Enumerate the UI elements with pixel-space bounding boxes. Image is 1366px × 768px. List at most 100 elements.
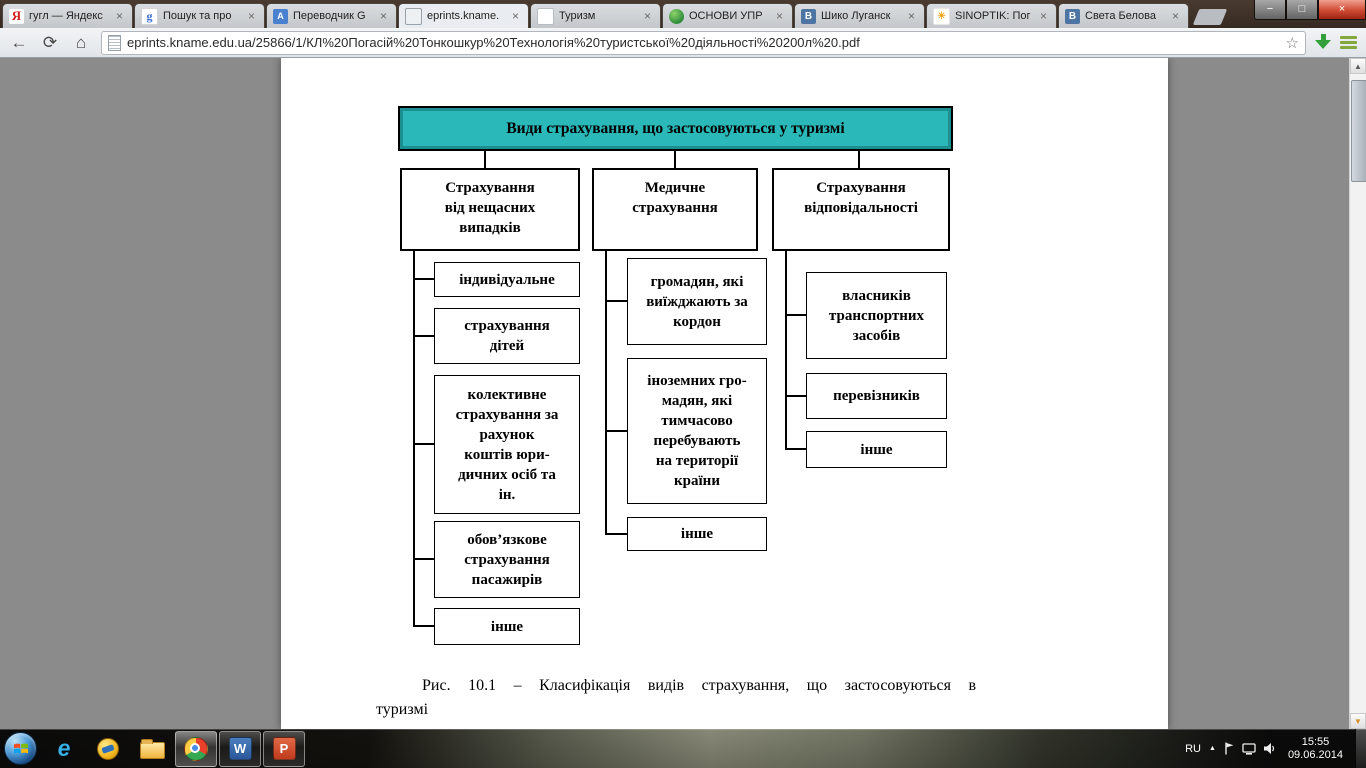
home-button[interactable]: ⌂ [75, 32, 87, 52]
diagram-item: обов’язкове страхування пасажирів [434, 521, 580, 598]
figure-caption: Рис. 10.1 – Класифікація видів страхуван… [376, 674, 976, 722]
titlebar: Я гугл — Яндекс × g Пошук та про × A Пер… [0, 0, 1366, 28]
page-icon [108, 34, 121, 51]
browser-tab[interactable]: g Пошук та про × [134, 3, 265, 28]
browser-tab[interactable]: ОСНОВИ УПР × [662, 3, 793, 28]
diagram-item: перевізників [806, 373, 947, 419]
diagram-item: колективне страхування за рахунок коштів… [434, 375, 580, 514]
connector-line [484, 151, 486, 168]
taskbar-apps: e W P [0, 729, 305, 768]
window-controls: − □ × [1254, 0, 1366, 20]
browser-toolbar: ← ⟳ ⌂ eprints.kname.edu.ua/25866/1/КЛ%20… [0, 28, 1366, 58]
url-text: eprints.kname.edu.ua/25866/1/КЛ%20Погасі… [127, 35, 860, 50]
diagram-item: інше [434, 608, 580, 645]
browser-tab[interactable]: В Света Белова × [1058, 3, 1189, 28]
yandex-favicon: Я [9, 8, 24, 24]
language-indicator[interactable]: RU [1185, 742, 1201, 755]
tab-close-icon[interactable]: × [1039, 9, 1047, 23]
tab-title: Пошук та про [163, 10, 232, 22]
chrome-taskbar-icon[interactable] [175, 730, 217, 767]
diagram-item: страхування дітей [434, 308, 580, 364]
clock-date: 09.06.2014 [1287, 748, 1343, 761]
tab-title: eprints.kname. [427, 10, 500, 22]
diagram-item: власників транспортних засобів [806, 272, 947, 359]
start-button[interactable] [4, 732, 37, 765]
bookmark-star-icon[interactable]: ☆ [1285, 34, 1299, 52]
diagram-item: індивідуальне [434, 262, 580, 297]
connector-line [413, 251, 415, 627]
browser-tab[interactable]: Туризм × [530, 3, 661, 28]
action-center-flag-icon[interactable] [1224, 742, 1234, 755]
minimize-button[interactable]: − [1254, 0, 1286, 20]
maximize-button[interactable]: □ [1286, 0, 1318, 20]
volume-icon[interactable] [1263, 743, 1276, 754]
tab-title: Переводчик G [293, 10, 366, 22]
connector-line [605, 430, 627, 432]
browser-tab-active[interactable]: eprints.kname. × [398, 3, 529, 28]
word-taskbar-icon[interactable]: W [219, 730, 261, 767]
connector-line [413, 278, 434, 280]
browser-tab[interactable]: Я гугл — Яндекс × [2, 3, 133, 28]
clock[interactable]: 15:55 09.06.2014 [1284, 736, 1347, 762]
diagram-col3-header: Страхування відповідальності [772, 168, 950, 251]
diagram-item: інше [806, 431, 947, 468]
tab-close-icon[interactable]: × [643, 9, 651, 23]
diagram-item: інше [627, 517, 767, 551]
scrollbar[interactable]: ▲ ▼ [1349, 58, 1366, 729]
browser-tab[interactable]: В Шико Луганск × [794, 3, 925, 28]
download-extension-icon[interactable] [1315, 33, 1331, 52]
tab-strip: Я гугл — Яндекс × g Пошук та про × A Пер… [2, 3, 1228, 28]
vk-favicon: В [801, 8, 816, 24]
tab-title: Шико Луганск [821, 10, 891, 22]
chrome-menu-icon[interactable] [1340, 31, 1358, 55]
scroll-up-button[interactable]: ▲ [1350, 58, 1366, 74]
connector-line [674, 151, 676, 168]
connector-line [605, 533, 627, 535]
connector-line [413, 558, 434, 560]
windows-flag-icon [13, 743, 28, 753]
pdf-page: Види страхування, що застосовуються у ту… [281, 58, 1168, 729]
hidden-icons-arrow[interactable]: ▲ [1209, 745, 1216, 752]
pdf-viewer: Види страхування, що застосовуються у ту… [0, 58, 1366, 729]
connector-line [413, 443, 434, 445]
google-favicon: g [141, 7, 158, 25]
internet-explorer-icon[interactable]: e [57, 735, 71, 761]
tab-close-icon[interactable]: × [115, 9, 123, 23]
pdf-favicon [405, 7, 422, 25]
show-desktop-button[interactable] [1355, 729, 1366, 768]
reload-button[interactable]: ⟳ [42, 32, 58, 52]
explorer-folder-icon[interactable] [131, 731, 173, 767]
connector-line [785, 448, 806, 450]
tab-close-icon[interactable]: × [1171, 9, 1179, 23]
taskbar: e W P RU ▲ [0, 729, 1366, 768]
new-tab-button[interactable] [1192, 9, 1228, 25]
scroll-down-button[interactable]: ▼ [1350, 713, 1366, 729]
clock-time: 15:55 [1301, 735, 1330, 748]
diagram-item: іноземних гро- мадян, які тимчасово пере… [627, 358, 767, 504]
connector-line [858, 151, 860, 168]
network-icon[interactable] [1242, 742, 1256, 755]
globe-favicon [669, 8, 684, 24]
tab-close-icon[interactable]: × [907, 9, 915, 23]
caption-line2: туризмі [376, 701, 429, 718]
scrollbar-thumb[interactable] [1351, 80, 1366, 182]
tab-close-icon[interactable]: × [775, 9, 783, 23]
system-tray: RU ▲ 15:55 09.06.2014 [1185, 729, 1366, 768]
weather-favicon: ☀ [933, 7, 950, 25]
tab-close-icon[interactable]: × [379, 9, 387, 23]
tab-close-icon[interactable]: × [511, 9, 519, 23]
address-bar[interactable]: eprints.kname.edu.ua/25866/1/КЛ%20Погасі… [101, 30, 1306, 55]
browser-tab[interactable]: ☀ SINOPTIK: Пог × [926, 3, 1057, 28]
diagram-item: громадян, які виїжджають за кордон [627, 258, 767, 345]
browser-tab[interactable]: A Переводчик G × [266, 3, 397, 28]
powerpoint-taskbar-icon[interactable]: P [263, 730, 305, 767]
back-button[interactable]: ← [10, 32, 28, 52]
connector-line [785, 395, 806, 397]
close-button[interactable]: × [1318, 0, 1366, 20]
downloader-app-icon[interactable] [87, 731, 129, 767]
tab-close-icon[interactable]: × [247, 9, 255, 23]
connector-line [785, 251, 787, 449]
connector-line [605, 251, 607, 534]
tab-title: Туризм [559, 10, 596, 22]
tab-title: Света Белова [1085, 10, 1156, 22]
